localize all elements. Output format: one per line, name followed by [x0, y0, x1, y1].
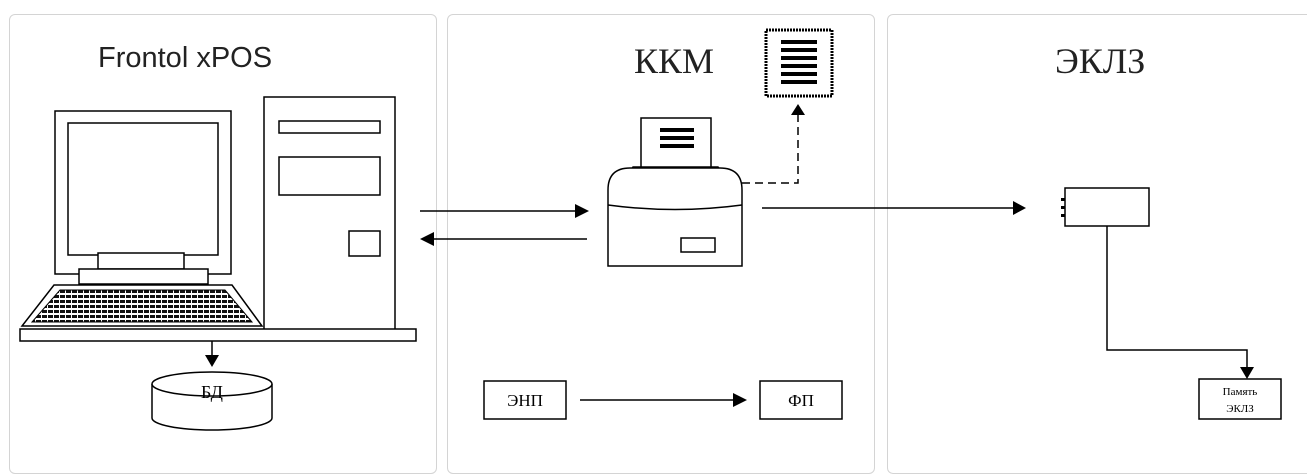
- eklz-memory-box: [1198, 378, 1282, 420]
- eklz-to-memory-arrow: [1106, 226, 1254, 379]
- keyboard-icon: [20, 284, 264, 327]
- eklz-module-icon: [1061, 187, 1150, 227]
- receipt-icon: [764, 28, 834, 98]
- database-label: БД: [201, 382, 223, 402]
- computer-tower-icon: [263, 96, 396, 332]
- enp-box: [483, 380, 567, 420]
- eklz-memory-label-line1: Память: [1223, 386, 1258, 398]
- desk-base: [19, 328, 417, 342]
- fp-label: ФП: [788, 391, 814, 410]
- fp-box: [759, 380, 843, 420]
- computer-to-db-arrow: [205, 341, 219, 367]
- eklz-memory-label-line2: ЭКЛЗ: [1226, 403, 1254, 415]
- kkm-title: ККМ: [634, 41, 715, 81]
- printer-to-receipt-dashed-arrow: [742, 104, 805, 184]
- enp-to-fp-arrow: [580, 393, 747, 407]
- computer-monitor-icon: [54, 110, 232, 285]
- kkm-to-pc-arrow: [420, 232, 587, 246]
- database-icon: [151, 371, 273, 431]
- kkm-to-eklz-arrow: [762, 201, 1026, 215]
- cash-register-printer-icon: [607, 117, 743, 267]
- eklz-title: ЭКЛЗ: [1055, 41, 1146, 81]
- enp-label: ЭНП: [507, 391, 543, 410]
- pc-to-kkm-arrow: [420, 204, 589, 218]
- frontol-title: Frontol xPOS: [98, 42, 273, 74]
